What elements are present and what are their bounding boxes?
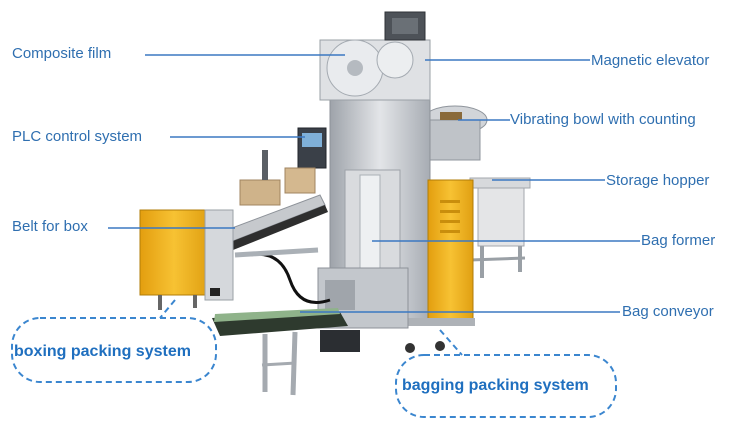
label-storage-hopper: Storage hopper — [606, 172, 710, 189]
label-magnetic-elevator: Magnetic elevator — [591, 52, 710, 69]
label-plc-control-system: PLC control system — [12, 128, 143, 145]
boxing-outline — [11, 317, 217, 383]
boxing-cabinet — [139, 209, 319, 310]
label-composite-film: Composite film — [12, 45, 112, 62]
dashed-callouts — [11, 299, 617, 418]
machine-base — [317, 267, 409, 352]
connector-boxing — [159, 299, 176, 319]
bagging-outline — [395, 354, 617, 418]
leader-lines — [108, 54, 640, 313]
label-belt-for-box: Belt for box — [12, 218, 88, 235]
label-bagging-packing-system: bagging packing system — [402, 377, 589, 394]
label-boxing-packing-system: boxing packing system — [14, 343, 191, 360]
vibrating-bowl — [422, 105, 488, 161]
label-bag-conveyor: Bag conveyor — [622, 303, 714, 320]
label-bag-former: Bag former — [641, 232, 716, 249]
label-vibrating-bowl: Vibrating bowl with counting — [510, 111, 696, 128]
bagging-cabinet — [400, 179, 475, 353]
storage-hopper-frame — [469, 177, 531, 278]
connector-bagging — [439, 329, 463, 356]
